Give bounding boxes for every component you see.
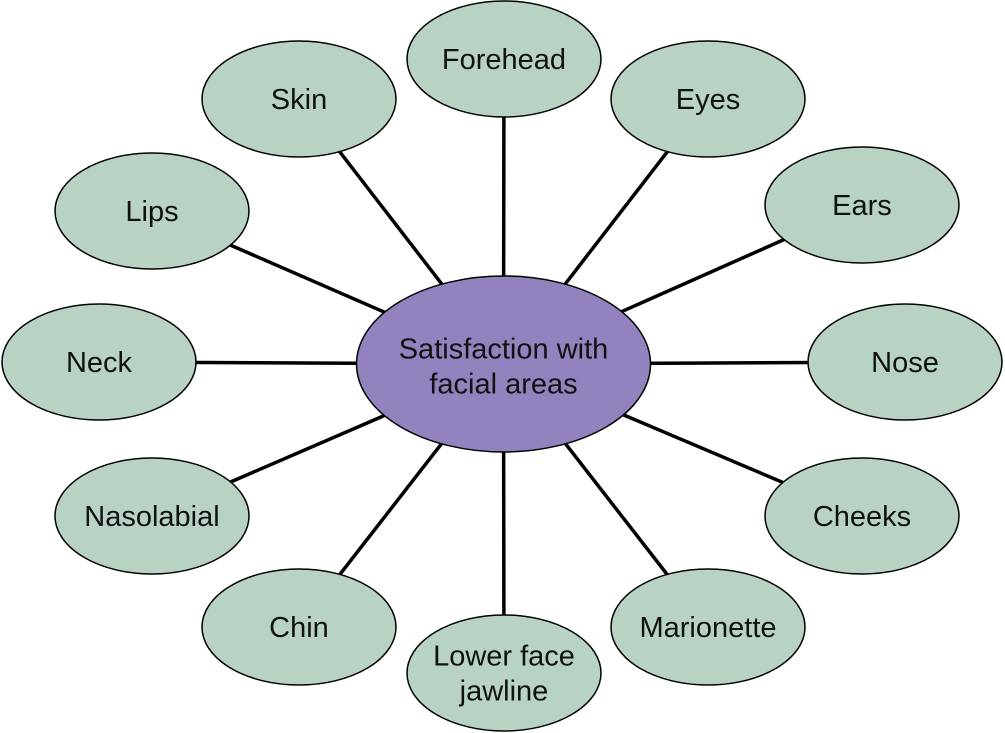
node-nose: Nose [807, 303, 1003, 421]
center-label: Satisfaction with [399, 334, 609, 366]
node-forehead-label: Forehead [442, 44, 566, 76]
node-ellipse [764, 146, 960, 264]
node-ellipse [201, 40, 397, 158]
node-lower-face-jawline-label: jawline [459, 676, 549, 708]
node-neck: Neck [1, 303, 197, 421]
node-eyes: Eyes [610, 40, 806, 158]
node-marionette: Marionette [610, 568, 806, 686]
node-neck-label: Neck [66, 347, 133, 379]
node-lips-label: Lips [125, 196, 178, 228]
node-ears-label: Ears [832, 190, 892, 222]
node-nasolabial: Nasolabial [54, 457, 250, 575]
node-skin: Skin [201, 40, 397, 158]
node-ellipse [406, 0, 602, 118]
node-marionette-label: Marionette [639, 612, 776, 644]
node-nose-label: Nose [871, 347, 939, 379]
node-chin-label: Chin [269, 612, 329, 644]
node-ellipse [807, 303, 1003, 421]
node-ellipse [1, 303, 197, 421]
node-ellipse [610, 568, 806, 686]
node-lower-face-jawline-label: Lower face [433, 641, 575, 673]
node-ellipse [54, 152, 250, 270]
node-ellipse [54, 457, 250, 575]
center-label: facial areas [429, 369, 577, 401]
node-cheeks: Cheeks [764, 457, 960, 575]
node-chin: Chin [201, 568, 397, 686]
node-ellipse [406, 614, 602, 732]
node-ellipse [610, 40, 806, 158]
center-ellipse [355, 275, 652, 453]
node-cheeks-label: Cheeks [813, 501, 911, 533]
node-skin-label: Skin [271, 84, 327, 116]
node-ears: Ears [764, 146, 960, 264]
node-eyes-label: Eyes [676, 84, 740, 116]
node-nasolabial-label: Nasolabial [84, 501, 219, 533]
node-ellipse [764, 457, 960, 575]
node-ellipse [201, 568, 397, 686]
node-lips: Lips [54, 152, 250, 270]
node-forehead: Forehead [406, 0, 602, 118]
